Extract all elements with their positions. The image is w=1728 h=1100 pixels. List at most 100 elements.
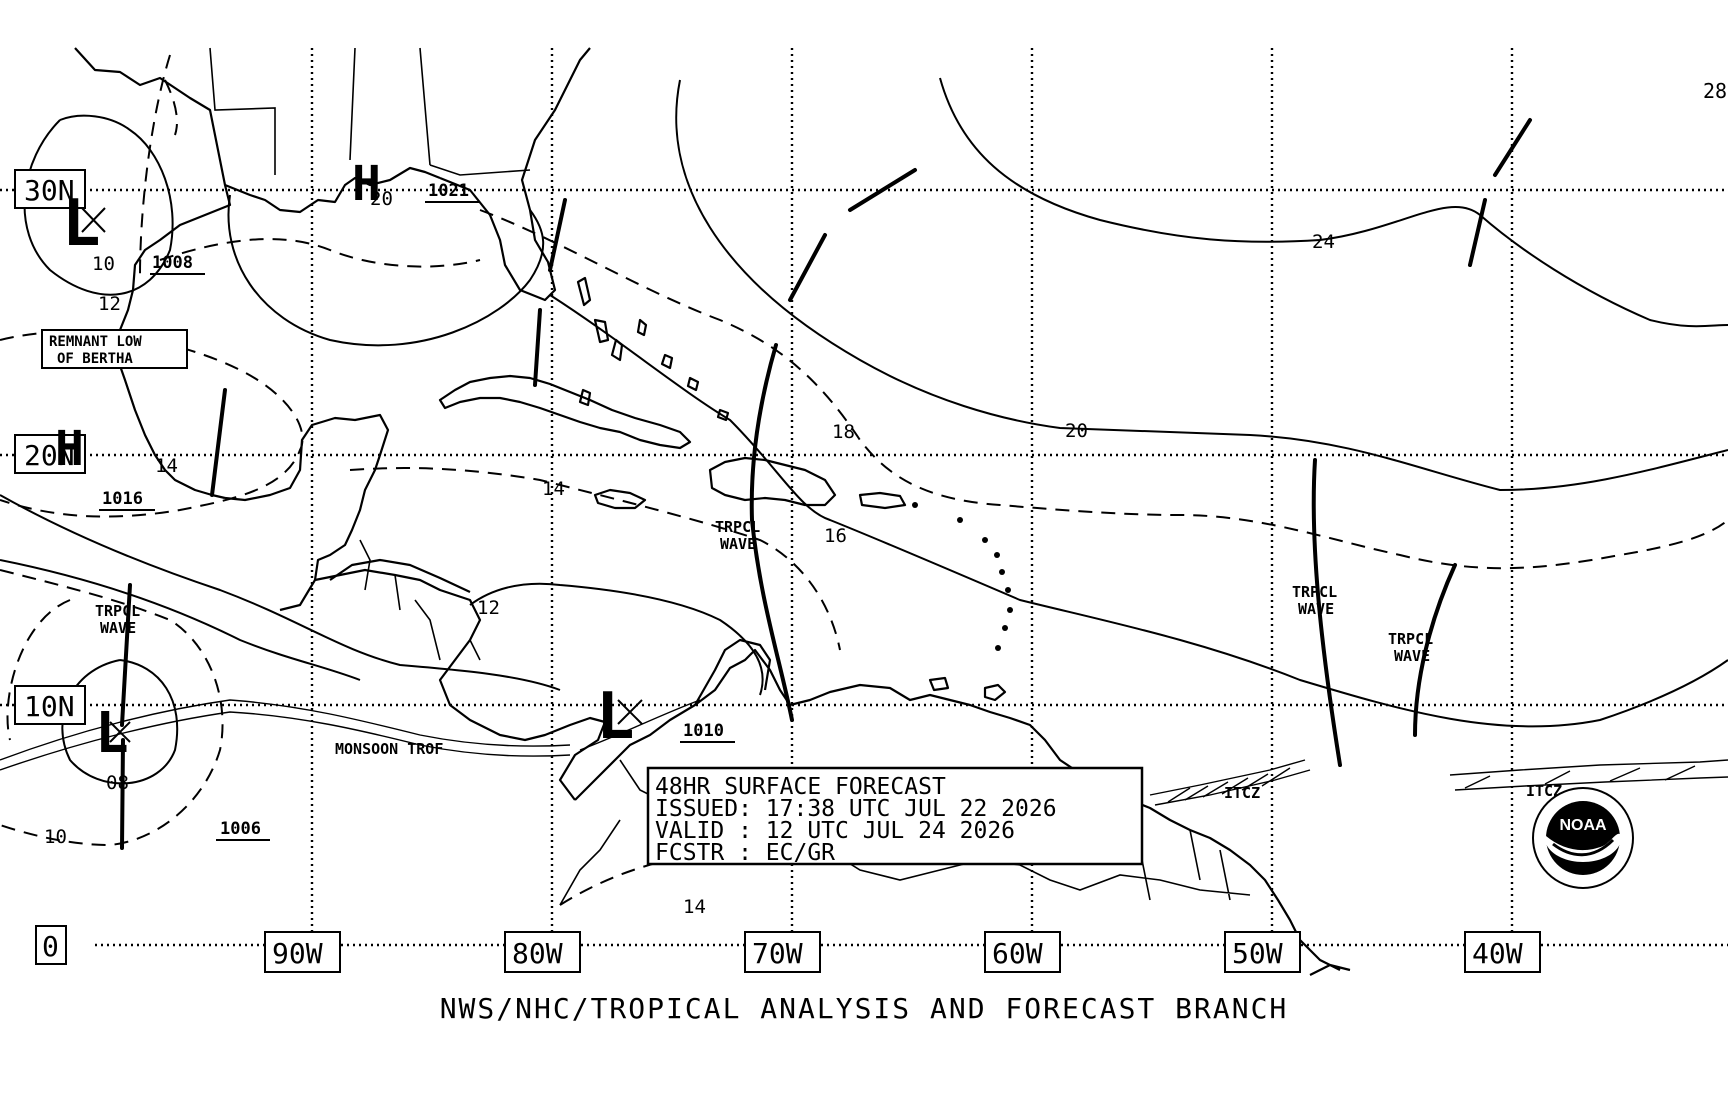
svg-text:WAVE: WAVE bbox=[1298, 600, 1334, 618]
forecast-forecaster: FCSTR : EC/GR bbox=[655, 840, 835, 866]
low-center-x-texas bbox=[81, 207, 106, 233]
trough-wave-87w bbox=[120, 583, 132, 727]
lat-20n-label: 20N bbox=[24, 439, 75, 472]
pressure-value-1016: 1016 bbox=[99, 489, 155, 511]
svg-text:1006: 1006 bbox=[220, 819, 261, 839]
itcz-label-west: ITCZ bbox=[1224, 784, 1260, 802]
trough-wave-43w bbox=[1413, 563, 1457, 737]
honduras-coast bbox=[329, 558, 471, 593]
isobar-sw-low-outer bbox=[6, 599, 71, 741]
itcz-bands bbox=[1149, 759, 1728, 806]
isobar-label: 16 bbox=[824, 525, 847, 547]
noaa-logo: NOAA bbox=[1532, 787, 1634, 889]
forecast-info-box: 48HR SURFACE FORECAST ISSUED: 17:38 UTC … bbox=[646, 766, 1144, 866]
isobar-label: 14 bbox=[542, 478, 565, 500]
isobar-gulf-dashed bbox=[159, 238, 481, 268]
forecast-valid: VALID : 12 UTC JUL 24 2026 bbox=[655, 818, 1015, 844]
trough-atlantic bbox=[1493, 118, 1532, 177]
us-state-borders bbox=[209, 47, 531, 176]
isobar-label: 20 bbox=[370, 188, 393, 210]
remnant-low-label: REMNANT LOW OF BERTHA bbox=[41, 329, 188, 369]
louisiana-coast bbox=[224, 166, 441, 214]
svg-text:1016: 1016 bbox=[102, 489, 143, 509]
trough-florida bbox=[533, 308, 542, 387]
svg-text:OF BERTHA: OF BERTHA bbox=[57, 351, 133, 367]
central-america bbox=[279, 568, 607, 801]
isobar-label: 14 bbox=[155, 455, 178, 477]
svg-text:TRPCL: TRPCL bbox=[95, 602, 140, 620]
svg-text:1010: 1010 bbox=[683, 721, 724, 741]
itcz-label-east: ITCZ bbox=[1526, 782, 1562, 800]
hispaniola bbox=[708, 456, 837, 507]
longitude-labels: 90W 80W 70W 60W 50W 40W bbox=[264, 931, 1541, 973]
high-symbol-west: H bbox=[55, 421, 84, 477]
trough-sw-low bbox=[120, 738, 125, 850]
tropical-wave-label-43w: TRPCL WAVE bbox=[1388, 630, 1433, 665]
svg-text:TRPCL: TRPCL bbox=[715, 518, 760, 536]
low-center-x-southwest bbox=[109, 721, 131, 743]
isobar-label: 10 bbox=[92, 253, 115, 275]
tropical-wave-label-49w: TRPCL WAVE bbox=[1292, 583, 1337, 618]
trough-wave-70w bbox=[749, 343, 794, 722]
lesser-antilles bbox=[912, 502, 1013, 702]
puerto-rico bbox=[858, 491, 907, 510]
svg-text:1008: 1008 bbox=[152, 253, 193, 273]
isobar-label: 12 bbox=[98, 293, 121, 315]
isobars bbox=[0, 77, 1728, 785]
trough-northeast-2 bbox=[788, 233, 827, 302]
isobar-label: 18 bbox=[832, 421, 855, 443]
isobar-label: 24 bbox=[1312, 231, 1335, 253]
lat-lon-grid bbox=[0, 48, 1728, 947]
isobar-24 bbox=[939, 77, 1728, 328]
gulf-of-venezuela bbox=[694, 638, 772, 706]
trough-wave-49w bbox=[1311, 458, 1342, 767]
tropical-wave-label-70w: TRPCL WAVE bbox=[715, 518, 760, 553]
isobar-west-low bbox=[23, 114, 174, 296]
lat-30n-label: 30N bbox=[24, 174, 75, 207]
isobar-label: 12 bbox=[477, 597, 500, 619]
low-symbol-panama: L bbox=[596, 680, 635, 754]
low-center-x-panama bbox=[617, 699, 643, 725]
florida-panhandle bbox=[439, 47, 591, 302]
bahamas bbox=[576, 276, 730, 422]
mexico-gulf-coast bbox=[224, 413, 390, 581]
isobar-label: 08 bbox=[106, 772, 129, 794]
low-symbol-texas: L bbox=[62, 187, 101, 261]
trough-gulf bbox=[210, 388, 227, 497]
isobar-14 bbox=[349, 467, 841, 651]
lon-40w-label: 40W bbox=[1472, 937, 1523, 970]
jamaica bbox=[593, 488, 647, 510]
svg-text:WAVE: WAVE bbox=[1394, 647, 1430, 665]
isobar-label: 10 bbox=[44, 826, 67, 848]
footer-credit: NWS/NHC/TROPICAL ANALYSIS AND FORECAST B… bbox=[440, 992, 1289, 1025]
svg-text:WAVE: WAVE bbox=[100, 619, 136, 637]
isobar-10-ca bbox=[0, 559, 361, 681]
pressure-value-1006: 1006 bbox=[216, 819, 270, 841]
isobar-west-dashed bbox=[139, 54, 178, 276]
low-symbol-southwest: L bbox=[95, 701, 129, 766]
svg-text:TRPCL: TRPCL bbox=[1388, 630, 1433, 648]
isobar-label: 14 bbox=[683, 896, 706, 918]
central-america-borders bbox=[359, 539, 481, 661]
svg-text:TRPCL: TRPCL bbox=[1292, 583, 1337, 601]
pressure-value-1021: 1021 bbox=[425, 181, 480, 203]
lon-70w-label: 70W bbox=[752, 937, 803, 970]
lon-90w-label: 90W bbox=[272, 937, 323, 970]
forecast-issued: ISSUED: 17:38 UTC JUL 22 2026 bbox=[655, 796, 1057, 822]
svg-text:REMNANT LOW: REMNANT LOW bbox=[49, 334, 142, 350]
pressure-value-1008: 1008 bbox=[150, 253, 205, 275]
isobar-18 bbox=[479, 209, 1728, 570]
lon-60w-label: 60W bbox=[992, 937, 1043, 970]
wave-axes bbox=[120, 118, 1532, 850]
brazil-bulge bbox=[1299, 939, 1351, 976]
isobar-sw bbox=[0, 494, 561, 691]
us-gulf-coast bbox=[74, 47, 232, 500]
lon-80w-label: 80W bbox=[512, 937, 563, 970]
latitude-labels: 30N 20N 10N 0 bbox=[14, 169, 86, 965]
svg-text:WAVE: WAVE bbox=[720, 535, 756, 553]
isobar-value-labels: 10 12 20 24 18 20 14 14 16 12 08 10 14 bbox=[44, 188, 1335, 918]
tropical-wave-label-87w: TRPCL WAVE bbox=[95, 602, 140, 637]
noaa-logo-text: NOAA bbox=[1559, 817, 1607, 834]
monsoon-trough-label: MONSOON TROF bbox=[335, 740, 443, 758]
